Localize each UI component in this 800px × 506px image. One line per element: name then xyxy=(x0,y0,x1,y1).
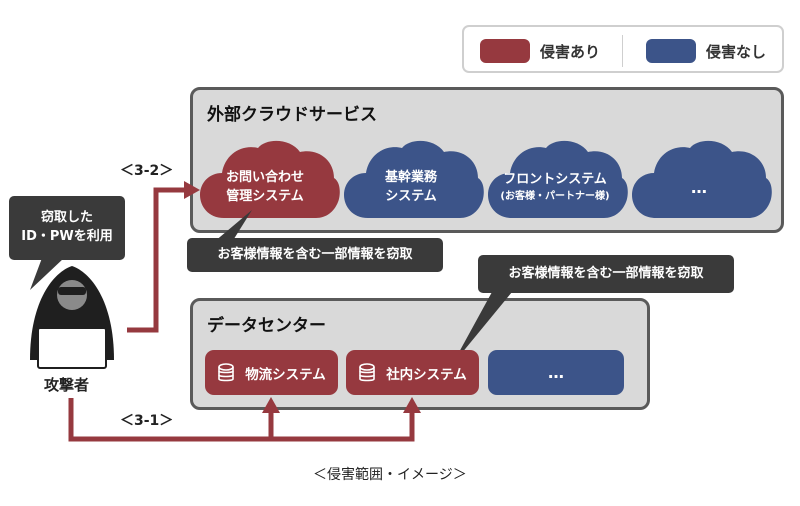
database-icon xyxy=(218,362,234,381)
dc-theft-text: お客様情報を含む一部情報を窃取 xyxy=(508,265,704,281)
dc-theft-callout-tail xyxy=(452,292,512,365)
data-center-title: データセンター xyxy=(207,316,326,336)
cloud-inquiry-line2: 管理システム xyxy=(226,189,304,204)
path-3-2-label: ＜3-2＞ xyxy=(120,163,174,179)
cloud-core-business-label: 基幹業務 システム xyxy=(344,160,478,216)
cloud-other-label: … xyxy=(632,160,766,216)
legend-not-compromised-label: 侵害なし xyxy=(706,43,767,61)
cloud-front-system-line2: (お客様・パートナー様) xyxy=(500,191,610,203)
cloud-services-title: 外部クラウドサービス xyxy=(207,105,377,125)
legend-compromised-label: 侵害あり xyxy=(540,43,601,61)
stolen-callout-tail xyxy=(30,258,64,290)
attacker-label: 攻撃者 xyxy=(44,376,90,394)
cloud-core-business-line2: システム xyxy=(385,189,437,204)
attack-path-3-1-arrowhead-2 xyxy=(403,397,421,413)
logistics-system-box: 物流システム xyxy=(205,350,338,395)
other-dc-system-box: … xyxy=(488,350,624,395)
internal-system-box: 社内システム xyxy=(346,350,479,395)
cloud-core-business-line1: 基幹業務 xyxy=(384,170,437,186)
cloud-front-system-label: フロントシステム (お客様・パートナー様) xyxy=(488,160,622,216)
legend-divider xyxy=(622,35,623,67)
other-dc-system-label: … xyxy=(548,363,564,382)
attack-path-3-1-arrowhead-1 xyxy=(262,397,280,413)
stolen-credentials-callout: 窃取した ID・PWを利用 xyxy=(9,196,125,260)
cloud-theft-text: お客様情報を含む一部情報を窃取 xyxy=(217,246,413,262)
logistics-system-label: 物流システム xyxy=(245,366,326,383)
cloud-inquiry-label: お問い合わせ 管理システム xyxy=(200,160,330,216)
legend: 侵害あり 侵害なし xyxy=(462,25,784,73)
dc-theft-callout: お客様情報を含む一部情報を窃取 xyxy=(478,255,734,293)
cloud-theft-callout-tail xyxy=(214,210,252,242)
cloud-front-system-line1: フロントシステム xyxy=(503,172,607,188)
legend-not-compromised-swatch xyxy=(646,39,696,63)
cloud-inquiry-line1: お問い合わせ xyxy=(225,170,304,186)
attack-path-3-2-arrowhead xyxy=(184,181,200,199)
stolen-credentials-text: 窃取した ID・PWを利用 xyxy=(21,210,113,244)
database-icon xyxy=(359,362,375,381)
hacker-icon xyxy=(30,266,114,369)
cloud-other-line1: … xyxy=(691,178,707,198)
diagram-caption: ＜侵害範囲・イメージ＞ xyxy=(313,467,467,483)
internal-system-label: 社内システム xyxy=(386,366,467,383)
attack-path-3-1-line xyxy=(68,398,415,442)
path-3-1-label: ＜3-1＞ xyxy=(120,413,174,429)
attack-path-3-2-line xyxy=(127,187,186,333)
legend-compromised-swatch xyxy=(480,39,530,63)
cloud-theft-callout: お客様情報を含む一部情報を窃取 xyxy=(187,238,443,272)
